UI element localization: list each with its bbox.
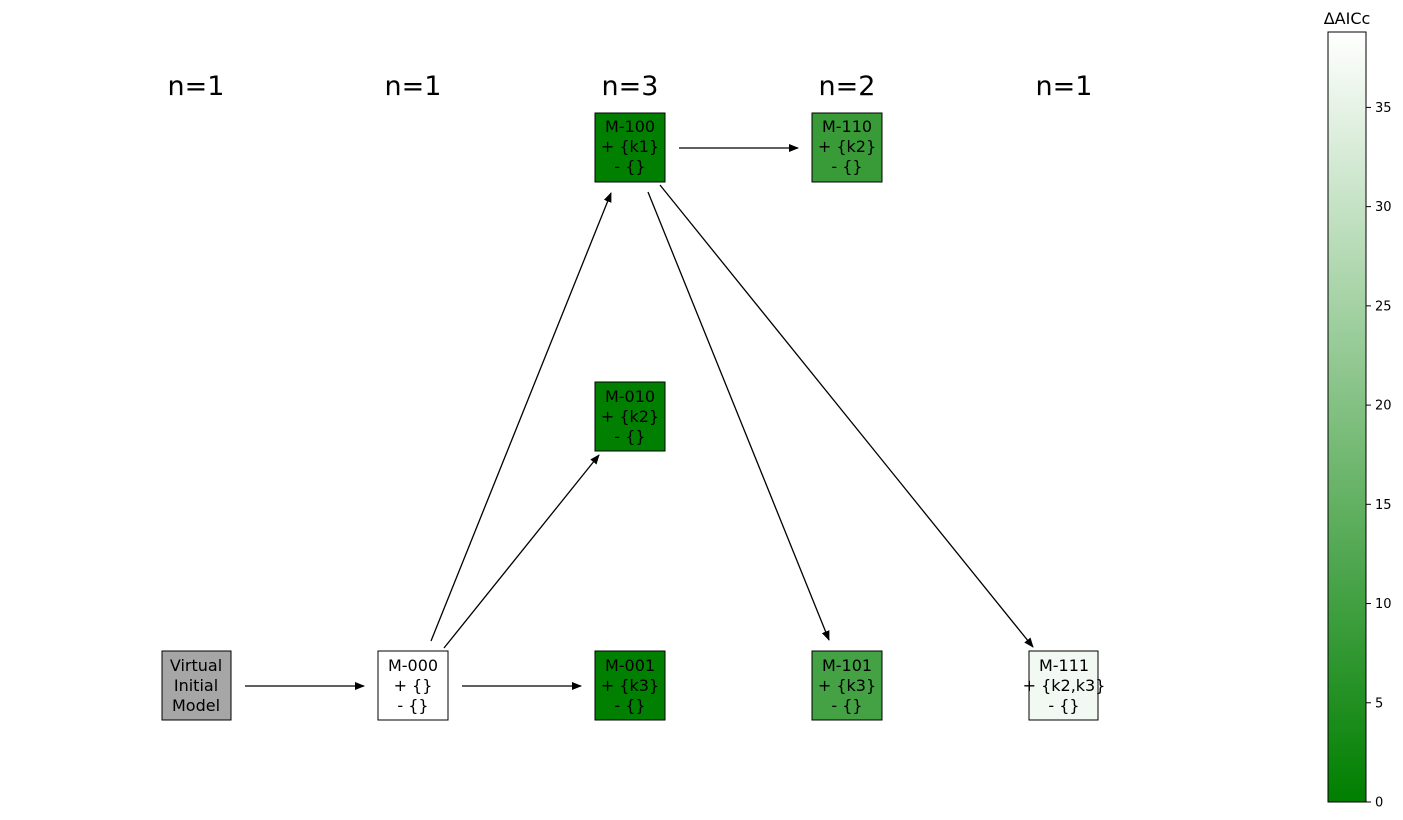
node-m101-line-2: + {k3} [818,676,876,695]
node-m100-line-2: + {k1} [601,137,659,156]
column-label-2: n=1 [385,71,442,102]
colorbar-tick-label: 30 [1375,200,1392,215]
node-m101-line-1: M-101 [822,656,872,675]
colorbar-tick-label: 10 [1375,597,1392,612]
node-m010: M-010 + {k2} - {} [594,381,666,452]
node-virtual-line-3: Model [172,696,220,715]
edge-m100-m111 [659,184,1034,648]
node-m001-line-1: M-001 [605,656,655,675]
node-m001-line-2: + {k3} [601,676,659,695]
colorbar-tick-label: 5 [1375,696,1383,711]
edge-m000-m100 [430,192,612,642]
node-m100-line-3: - {} [614,157,645,176]
column-label-5: n=1 [1036,71,1093,102]
node-m101-line-3: - {} [831,696,862,715]
column-label-1: n=1 [168,71,225,102]
node-m100-line-1: M-100 [605,117,655,136]
node-m110-line-1: M-110 [822,117,872,136]
node-m110-line-2: + {k2} [818,137,876,156]
node-m000-line-1: M-000 [388,656,438,675]
edge-m100-m101 [647,191,830,641]
node-m001: M-001 + {k3} - {} [594,650,666,721]
column-label-4: n=2 [819,71,876,102]
colorbar-tick-label: 25 [1375,299,1392,314]
node-m010-line-3: - {} [614,427,645,446]
colorbar-tick-label: 0 [1375,796,1383,811]
node-virtual-line-1: Virtual [170,656,222,675]
column-label-3: n=3 [602,71,659,102]
node-m101: M-101 + {k3} - {} [811,650,883,721]
colorbar-ticks: 0 5 10 15 20 25 30 35 [1366,101,1392,811]
node-virtual-line-2: Initial [174,676,218,695]
node-m111-line-2: + {k2,k3} [1023,676,1106,695]
node-m000-line-3: - {} [397,696,428,715]
column-labels: n=1 n=1 n=3 n=2 n=1 [168,71,1093,102]
node-m111-line-3: - {} [1048,696,1079,715]
node-m111: M-111 + {k2,k3} - {} [1023,650,1106,721]
colorbar-tick-label: 20 [1375,399,1392,414]
node-m110: M-110 + {k2} - {} [811,112,883,183]
colorbar-tick-label: 15 [1375,498,1392,513]
node-virtual: Virtual Initial Model [161,650,232,721]
edges [245,144,1034,690]
node-m010-line-2: + {k2} [601,407,659,426]
edge-m000-m010 [443,454,600,649]
nodes: Virtual Initial Model M-000 + {} - {} M-… [161,112,1106,721]
node-m111-line-1: M-111 [1039,656,1089,675]
node-m010-line-1: M-010 [605,387,655,406]
node-m000: M-000 + {} - {} [377,650,449,721]
node-m100: M-100 + {k1} - {} [594,112,666,183]
colorbar-title: ΔAICc [1324,9,1371,28]
colorbar-tick-label: 35 [1375,101,1392,116]
colorbar: ΔAICc 0 5 10 15 20 25 30 35 [1324,9,1392,811]
node-m000-line-2: + {} [394,676,433,695]
colorbar-gradient [1327,31,1367,803]
node-m001-line-3: - {} [614,696,645,715]
node-m110-line-3: - {} [831,157,862,176]
